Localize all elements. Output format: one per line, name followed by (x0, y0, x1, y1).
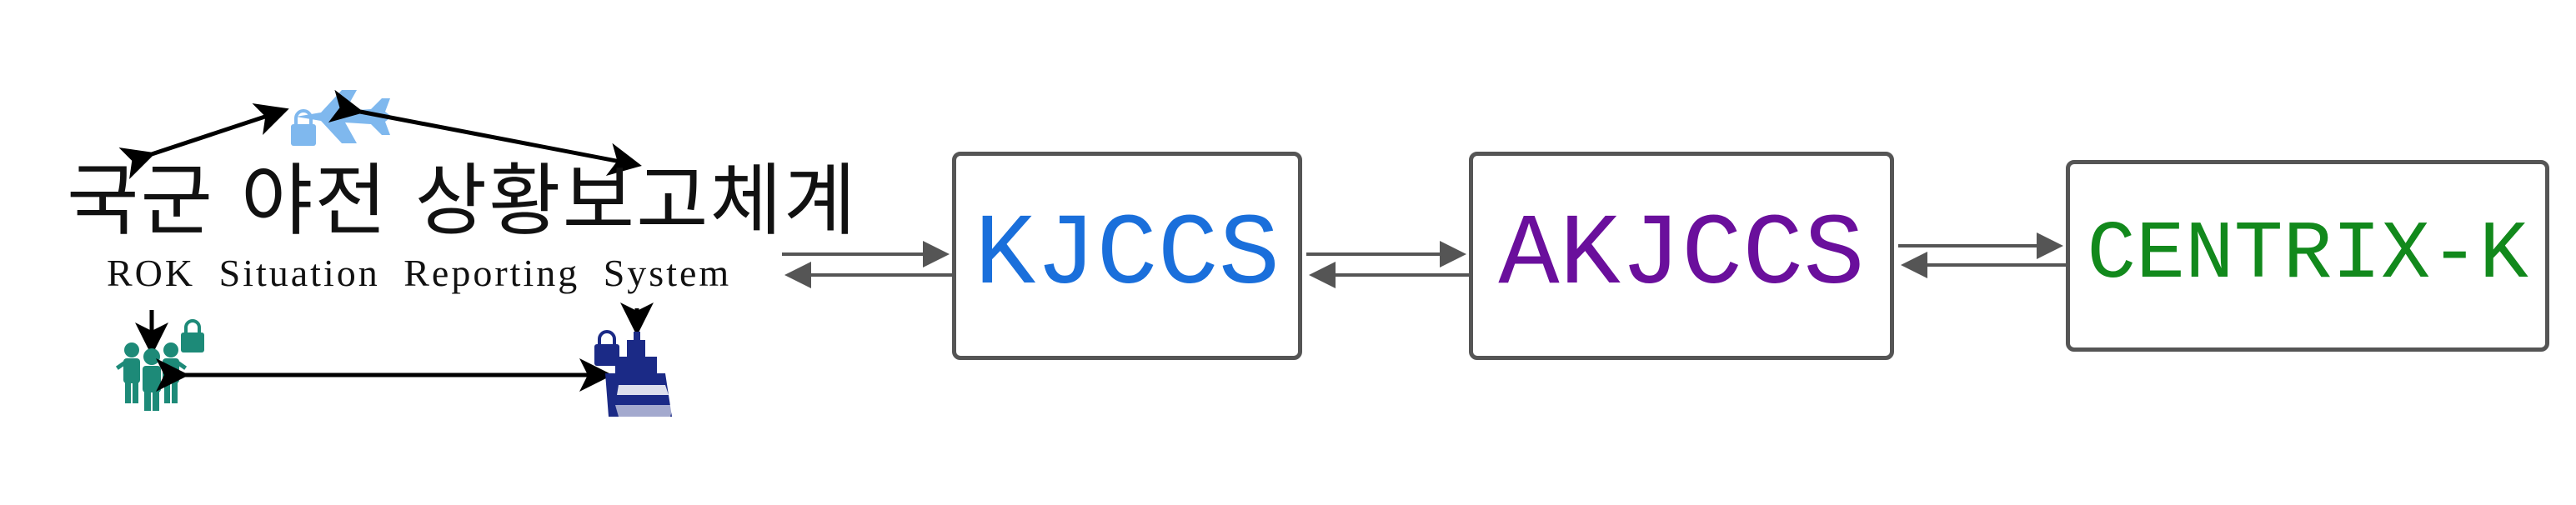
connector-kjccs-akjccs (1306, 254, 1469, 275)
node-kjccs: KJCCS (952, 152, 1302, 360)
lock-icon (181, 321, 204, 352)
aircraft-left-arrow (152, 110, 285, 154)
node-kjccs-label: KJCCS (975, 205, 1280, 307)
system-english-subtitle: ROK Situation Reporting System (107, 254, 731, 292)
connector-akjccs-centrix (1898, 246, 2066, 265)
node-akjccs-label: AKJCCS (1498, 205, 1864, 307)
node-centrix-k: CENTRIX-K (2066, 160, 2549, 352)
system-korean-title: 국군 야전 상황보고체계 (67, 162, 858, 241)
node-centrix-k-label: CENTRIX-K (2087, 215, 2528, 297)
soldiers-icon (116, 342, 187, 411)
connector-system-kjccs (782, 254, 952, 275)
node-akjccs: AKJCCS (1469, 152, 1894, 360)
